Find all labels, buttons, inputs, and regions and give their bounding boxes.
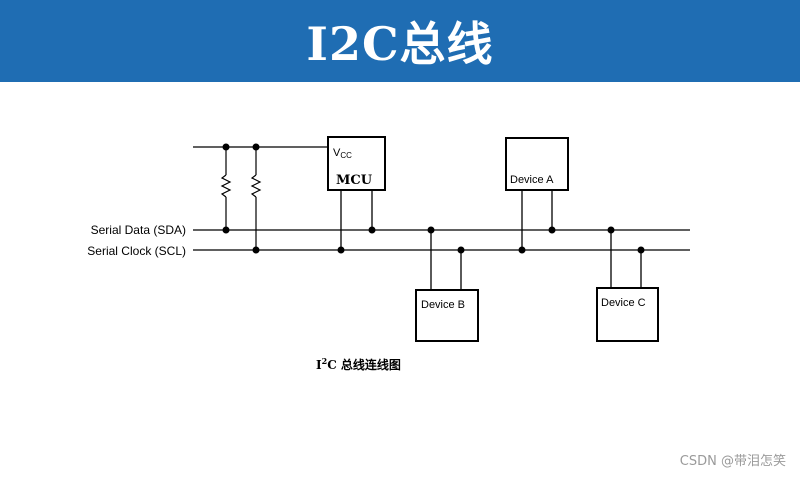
pullup-resistor-sda	[220, 147, 232, 230]
scl-label: Serial Clock (SCL)	[87, 244, 186, 258]
device-a-box	[505, 137, 569, 191]
sda-label: Serial Data (SDA)	[91, 223, 186, 237]
device-b-label: Device B	[421, 299, 465, 311]
device-c-label: Device C	[601, 297, 646, 309]
junction-dot	[518, 246, 526, 254]
junction-dot	[427, 226, 435, 234]
junction-dot	[607, 226, 615, 234]
junction-dot	[337, 246, 345, 254]
mcu-label: MCU	[336, 173, 373, 188]
device-c-box	[596, 287, 659, 342]
watermark: CSDN @带泪怎笑	[679, 454, 786, 469]
junction-dot	[548, 226, 556, 234]
junction-dot	[637, 246, 645, 254]
diagram-caption: I2C 总线连线图	[316, 356, 401, 372]
junction-dot	[457, 246, 465, 254]
vcc-label: VCC	[333, 147, 352, 160]
junction-dot	[252, 143, 260, 151]
pullup-resistor-scl	[250, 147, 262, 250]
junction-dot	[252, 246, 260, 254]
junction-dot	[222, 226, 230, 234]
device-b-box	[415, 289, 479, 342]
device-a-label: Device A	[510, 174, 554, 186]
junction-dot	[222, 143, 230, 151]
mcu-box	[327, 136, 386, 191]
header-banner: I2C总线	[0, 0, 800, 82]
junction-dot	[368, 226, 376, 234]
page-title: I2C总线	[306, 17, 494, 71]
